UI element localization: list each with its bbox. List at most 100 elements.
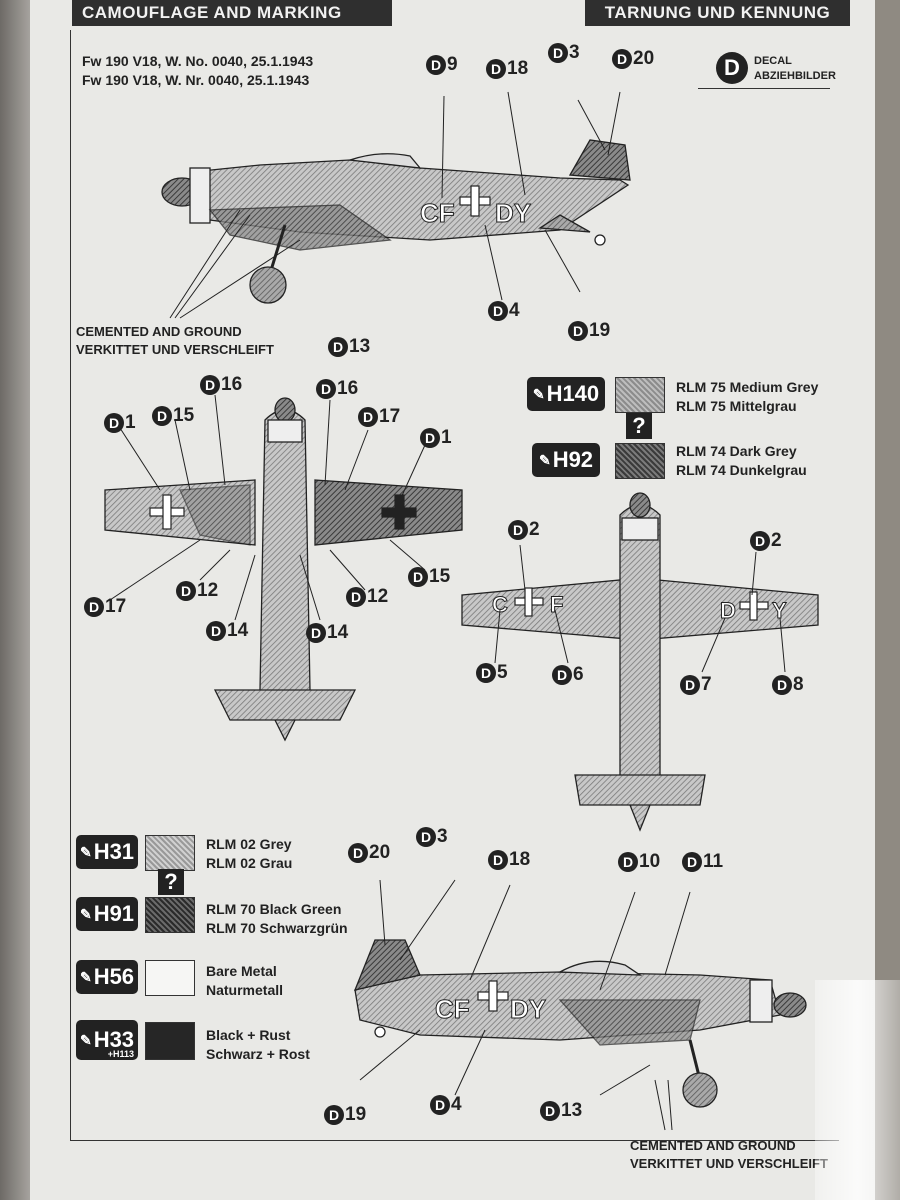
brush-icon: ✎	[79, 1031, 92, 1048]
paint-h91-en: RLM 70 Black Green	[206, 901, 342, 917]
brush-icon: ✎	[532, 385, 545, 402]
paint-h56-de: Naturmetall	[206, 982, 284, 998]
underside-code-left: C	[492, 592, 508, 617]
underside-code-right2: Y	[772, 598, 787, 623]
paint-label-h140: RLM 75 Medium Grey RLM 75 Mittelgrau	[676, 378, 818, 416]
leader-lines-plan	[109, 394, 426, 621]
decal-label-de: ABZIEHBILDER	[754, 70, 836, 82]
swatch-rlm70	[145, 897, 195, 933]
swatch-rlm75	[615, 377, 665, 413]
paint-h92-en: RLM 74 Dark Grey	[676, 443, 797, 459]
swatch-black-rust	[145, 1022, 195, 1060]
decal-legend-label: DECAL ABZIEHBILDER	[754, 54, 836, 84]
fuselage-code-right-bottom: DY	[510, 994, 546, 1024]
paint-h56-en: Bare Metal	[206, 963, 277, 979]
paint-badge-h33: ✎H33+H113	[76, 1020, 138, 1060]
swatch-bare-metal	[145, 960, 195, 996]
decal-legend-rule	[698, 88, 830, 89]
paint-label-h31: RLM 02 Grey RLM 02 Grau	[206, 835, 292, 873]
paint-badge-h91: ✎H91	[76, 897, 138, 931]
cemented-note-bottom: CEMENTED AND GROUND VERKITTET UND VERSCH…	[630, 1137, 828, 1173]
leader-lines-underside	[494, 544, 786, 673]
paint-label-h33: Black + Rust Schwarz + Rost	[206, 1026, 310, 1064]
designation-german: Fw 190 V18, W. Nr. 0040, 25.1.1943	[82, 72, 310, 88]
aircraft-designation: Fw 190 V18, W. No. 0040, 25.1.1943 Fw 19…	[82, 52, 313, 90]
paint-label-h56: Bare Metal Naturmetall	[206, 962, 283, 1000]
plan-view-underside	[461, 492, 819, 832]
paint-h140-de: RLM 75 Mittelgrau	[676, 398, 797, 414]
fuselage-code-left-bottom: CF	[435, 994, 470, 1024]
underside-code-right: D	[720, 598, 736, 623]
tarnung-title: TARNUNG UND KENNUNG	[585, 0, 850, 26]
swatch-rlm74	[615, 443, 665, 479]
decal-legend-icon: D	[716, 52, 748, 84]
cemented-note-bottom-de: VERKITTET UND VERSCHLEIFT	[630, 1156, 828, 1171]
paint-badge-h140: ✎H140	[527, 377, 605, 411]
paint-label-h91: RLM 70 Black Green RLM 70 Schwarzgrün	[206, 900, 348, 938]
paint-h92-de: RLM 74 Dunkelgrau	[676, 462, 807, 478]
mix-marker-left: ?	[158, 869, 184, 895]
paint-h33-en: Black + Rust	[206, 1027, 291, 1043]
paint-h91-de: RLM 70 Schwarzgrün	[206, 920, 348, 936]
cemented-note-top-en: CEMENTED AND GROUND	[76, 324, 242, 339]
paint-badge-h56: ✎H56	[76, 960, 138, 994]
paint-label-h92: RLM 74 Dark Grey RLM 74 Dunkelgrau	[676, 442, 807, 480]
cemented-note-top-de: VERKITTET UND VERSCHLEIFT	[76, 342, 274, 357]
fuselage-code-left-top: CF	[420, 198, 455, 228]
decal-label-en: DECAL	[754, 55, 792, 67]
brush-icon: ✎	[538, 451, 551, 468]
leader-lines-top	[169, 91, 621, 319]
camouflage-title: CAMOUFLAGE AND MARKING	[72, 0, 392, 26]
paint-badge-h31: ✎H31	[76, 835, 138, 869]
cemented-note-top: CEMENTED AND GROUND VERKITTET UND VERSCH…	[76, 323, 274, 359]
underside-crosses	[514, 587, 769, 621]
paint-h33-de: Schwarz + Rost	[206, 1046, 310, 1062]
paint-h140-en: RLM 75 Medium Grey	[676, 379, 819, 395]
underside-code-left2: F	[550, 592, 563, 617]
balkenkreuz-bottom	[477, 980, 509, 1012]
side-profile-top	[161, 139, 631, 304]
leader-lines-bottom	[359, 879, 691, 1131]
plan-view-upper	[104, 397, 463, 742]
brush-icon: ✎	[79, 843, 92, 860]
swatch-rlm02	[145, 835, 195, 871]
cemented-note-bottom-en: CEMENTED AND GROUND	[630, 1138, 796, 1153]
paint-badge-h92: ✎H92	[532, 443, 600, 477]
designation-english: Fw 190 V18, W. No. 0040, 25.1.1943	[82, 53, 314, 69]
plastic-sleeve-glare	[815, 980, 900, 1200]
paint-h31-de: RLM 02 Grau	[206, 855, 293, 871]
